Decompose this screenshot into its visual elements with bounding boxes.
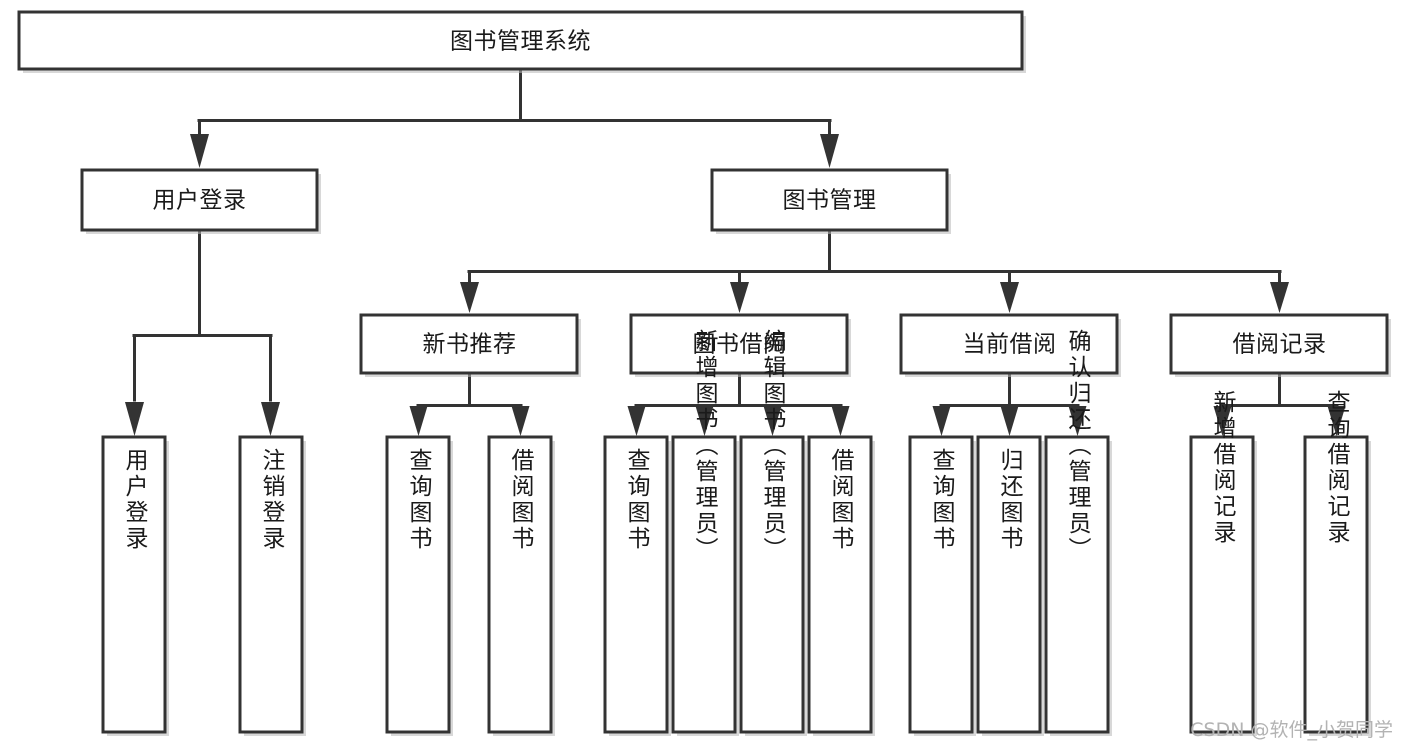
node-book-borrow-label: 图书借阅	[693, 332, 787, 358]
connector-userlogin-to-leaves	[125, 230, 280, 436]
arrowhead-book-borrow	[730, 282, 749, 313]
node-leaf-bb-add-book-label: 新增图书（管理员）	[691, 329, 719, 563]
arrowhead-user-login	[190, 134, 209, 168]
arrowhead-borrow-record	[1270, 282, 1289, 313]
node-current-borrow[interactable]: 当前借阅	[899, 313, 1121, 377]
arrowhead-book-mgmt	[820, 134, 839, 168]
csdn-watermark: CSDN @软件_小贺同学	[1190, 719, 1393, 741]
node-leaf-nb-query-book-box[interactable]	[385, 435, 451, 734]
node-leaf-logout-label: 注销登录	[258, 448, 286, 552]
node-leaf-bb-edit-book-label: 编辑图书（管理员）	[759, 329, 787, 563]
node-leaf-cb-confirm-return-label: 确认归还（管理员）	[1064, 329, 1092, 563]
node-book-borrow-box[interactable]	[629, 313, 849, 375]
node-borrow-record-box[interactable]	[1169, 313, 1389, 375]
node-leaf-br-query-record-label: 查询借阅记录	[1323, 390, 1351, 546]
node-new-book-recommend[interactable]: 新书推荐	[359, 313, 581, 377]
arrowhead-newbook-rec	[460, 282, 479, 313]
node-current-borrow-label: 当前借阅	[963, 332, 1057, 358]
node-leaf-bb-borrow-book-box[interactable]	[807, 435, 873, 734]
arrowhead-bb-add-book	[695, 406, 714, 436]
node-user-login[interactable]: 用户登录	[80, 168, 321, 234]
node-leaf-cb-return-book-box[interactable]	[976, 435, 1042, 734]
node-leaf-bb-borrow-book-label: 借阅图书	[827, 448, 855, 552]
node-leaf-bb-query-book-box[interactable]	[603, 435, 669, 734]
arrowhead-cb-query-book	[932, 406, 951, 436]
node-book-borrow[interactable]: 图书借阅	[629, 313, 851, 377]
connector-bookmgmt-to-level3	[460, 230, 1289, 313]
node-leaf-user-login-label: 用户登录	[121, 448, 149, 552]
node-current-borrow-box[interactable]	[899, 313, 1119, 375]
node-book-management-label: 图书管理	[783, 188, 877, 214]
node-leaf-br-add-record-box[interactable]	[1189, 435, 1255, 734]
arrowhead-leaf-logout	[261, 402, 280, 436]
node-book-management-box[interactable]	[710, 168, 949, 232]
arrowhead-bb-borrow-book	[831, 406, 850, 436]
node-leaf-bb-edit-book-box[interactable]	[739, 435, 805, 734]
node-borrow-record-label: 借阅记录	[1233, 332, 1327, 358]
arrowhead-leaf-user-login	[125, 402, 144, 436]
node-leaf-user-login[interactable]: 用户登录	[101, 435, 169, 736]
arrowhead-bb-query-book	[627, 406, 646, 436]
node-root-system[interactable]: 图书管理系统	[17, 10, 1026, 73]
connector-borrowrecord-to-leaves	[1213, 373, 1346, 436]
arrowhead-br-query-record	[1327, 406, 1346, 436]
node-new-book-recommend-box[interactable]	[359, 313, 579, 375]
node-leaf-cb-return-book-label: 归还图书	[996, 448, 1024, 552]
connector-root-to-level2	[190, 70, 839, 168]
node-leaf-cb-confirm-return-box[interactable]	[1044, 435, 1110, 734]
node-leaf-cb-confirm-return[interactable]: 确认归还（管理员）	[1044, 329, 1112, 736]
arrowhead-br-add-record	[1213, 406, 1232, 436]
connector-currentborrow-to-leaves	[932, 373, 1087, 436]
node-borrow-record[interactable]: 借阅记录	[1169, 313, 1391, 377]
node-leaf-cb-query-book-label: 查询图书	[928, 448, 956, 552]
arrowhead-nb-query-book	[409, 406, 428, 436]
node-root-box[interactable]	[17, 10, 1024, 71]
arrowhead-current-borrow	[1000, 282, 1019, 313]
node-leaf-bb-edit-book[interactable]: 编辑图书（管理员）	[739, 329, 807, 736]
node-leaf-nb-borrow-book-box[interactable]	[487, 435, 553, 734]
node-user-login-label: 用户登录	[153, 188, 247, 214]
node-leaf-cb-return-book[interactable]: 归还图书	[976, 435, 1044, 736]
node-leaf-cb-query-book-box[interactable]	[908, 435, 974, 734]
node-leaf-bb-query-book[interactable]: 查询图书	[603, 435, 671, 736]
node-root-label: 图书管理系统	[450, 29, 591, 55]
node-leaf-nb-borrow-book-label: 借阅图书	[507, 448, 535, 552]
node-user-login-box[interactable]	[80, 168, 319, 232]
node-leaf-br-query-record[interactable]: 查询借阅记录	[1303, 390, 1371, 736]
node-leaf-cb-query-book[interactable]: 查询图书	[908, 435, 976, 736]
node-new-book-recommend-label: 新书推荐	[423, 332, 517, 358]
arrowhead-cb-confirm-return	[1068, 406, 1087, 436]
node-leaf-br-query-record-box[interactable]	[1303, 435, 1369, 734]
node-leaf-bb-borrow-book[interactable]: 借阅图书	[807, 435, 875, 736]
node-leaf-bb-query-book-label: 查询图书	[623, 448, 651, 552]
node-leaf-br-add-record[interactable]: 新增借阅记录	[1189, 390, 1257, 736]
node-leaf-nb-borrow-book[interactable]: 借阅图书	[487, 435, 555, 736]
node-leaf-bb-add-book[interactable]: 新增图书（管理员）	[671, 329, 739, 736]
node-leaf-nb-query-book-label: 查询图书	[405, 448, 433, 552]
arrowhead-cb-return-book	[1000, 406, 1019, 436]
node-leaf-nb-query-book[interactable]: 查询图书	[385, 435, 453, 736]
node-leaf-bb-add-book-box[interactable]	[671, 435, 737, 734]
arrowhead-nb-borrow-book	[511, 406, 530, 436]
node-leaf-br-add-record-label: 新增借阅记录	[1209, 390, 1237, 546]
arrowhead-bb-edit-book	[763, 406, 782, 436]
connector-newbookrec-to-leaves	[409, 373, 530, 436]
node-book-management[interactable]: 图书管理	[710, 168, 951, 234]
node-leaf-logout[interactable]: 注销登录	[238, 435, 306, 736]
node-leaf-logout-box[interactable]	[238, 435, 304, 734]
connector-bookborrow-to-leaves	[627, 373, 850, 436]
node-leaf-user-login-box[interactable]	[101, 435, 167, 734]
